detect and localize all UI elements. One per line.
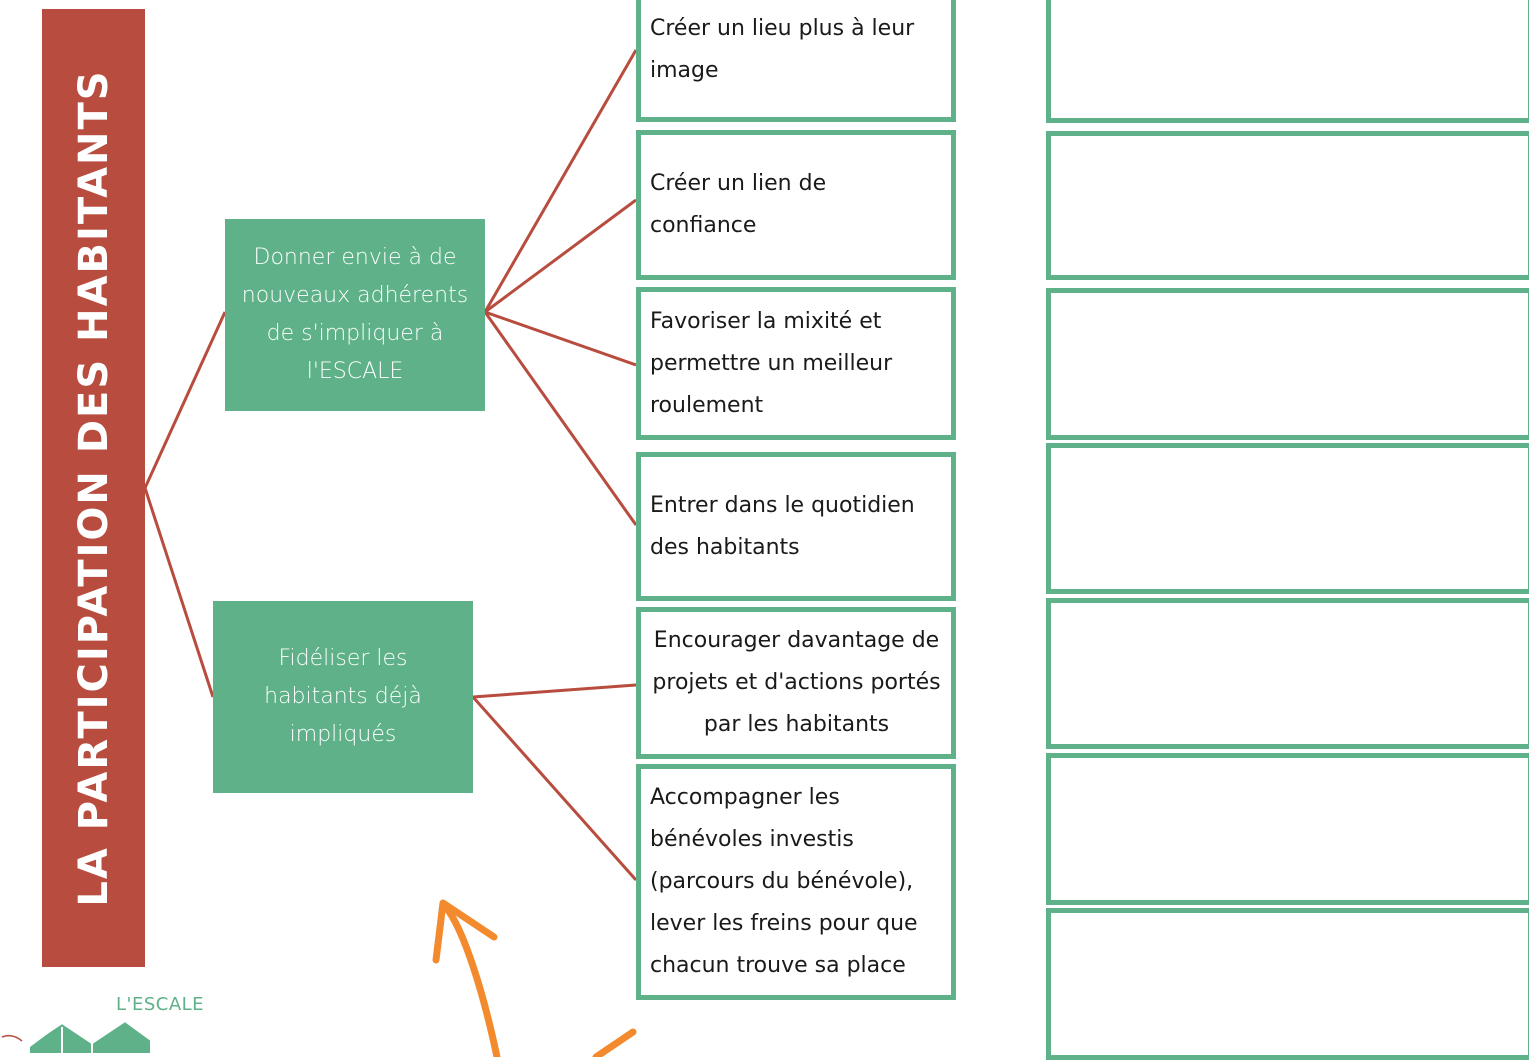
connector-goal1-obj2 xyxy=(484,198,637,314)
objective-box-5: Encourager davantage de projets et d'act… xyxy=(636,607,956,759)
empty-box-3 xyxy=(1046,288,1529,440)
connector-goal1-obj1 xyxy=(483,49,638,313)
objective-box-1: Créer un lieu plus à leur image xyxy=(636,0,956,122)
connector-goal2-obj6 xyxy=(471,696,638,881)
goal-label: Fidéliser les habitants déjà impliqués xyxy=(264,646,422,747)
goal-label: Donner envie à de nouveaux adhérents de … xyxy=(241,245,469,384)
arrow-up-right-icon xyxy=(592,1028,637,1057)
goal-box-retain-members: Fidéliser les habitants déjà impliqués xyxy=(213,601,473,793)
connector-goal2-obj5 xyxy=(472,683,637,699)
objective-label: Entrer dans le quotidien des habitants xyxy=(650,492,915,560)
connector-title-goal2 xyxy=(143,487,215,698)
diagram-title: LA PARTICIPATION DES HABITANTS xyxy=(71,69,117,907)
empty-box-6 xyxy=(1046,753,1529,905)
logo-name: L'ESCALE xyxy=(116,994,205,1015)
objective-box-3: Favoriser la mixité et permettre un meil… xyxy=(636,287,956,440)
goal-box-new-members: Donner envie à de nouveaux adhérents de … xyxy=(225,219,485,411)
connector-title-goal1 xyxy=(143,311,227,489)
empty-box-5 xyxy=(1046,598,1529,749)
empty-box-7 xyxy=(1046,908,1529,1060)
empty-box-4 xyxy=(1046,443,1529,594)
title-band-wide xyxy=(42,9,145,967)
objective-label: Accompagner les bénévoles investis (parc… xyxy=(650,785,918,978)
connector-goal1-obj3 xyxy=(484,310,637,367)
connector-goal1-obj4 xyxy=(483,311,638,526)
escale-roof-icon xyxy=(1,1019,156,1053)
objective-box-6: Accompagner les bénévoles investis (parc… xyxy=(636,764,956,1000)
arrow-up-left-icon xyxy=(441,902,501,1057)
arrow-up-left-head xyxy=(432,899,498,964)
objective-box-4: Entrer dans le quotidien des habitants xyxy=(636,452,956,601)
objective-label: Encourager davantage de projets et d'act… xyxy=(652,628,941,737)
empty-box-1 xyxy=(1046,0,1529,123)
objective-label: Créer un lieu plus à leur image xyxy=(650,16,915,83)
objective-label: Créer un lien de confiance xyxy=(650,171,827,238)
objective-box-2: Créer un lien de confiance xyxy=(636,130,956,280)
objective-label: Favoriser la mixité et permettre un meil… xyxy=(650,308,893,418)
empty-box-2 xyxy=(1046,131,1529,280)
